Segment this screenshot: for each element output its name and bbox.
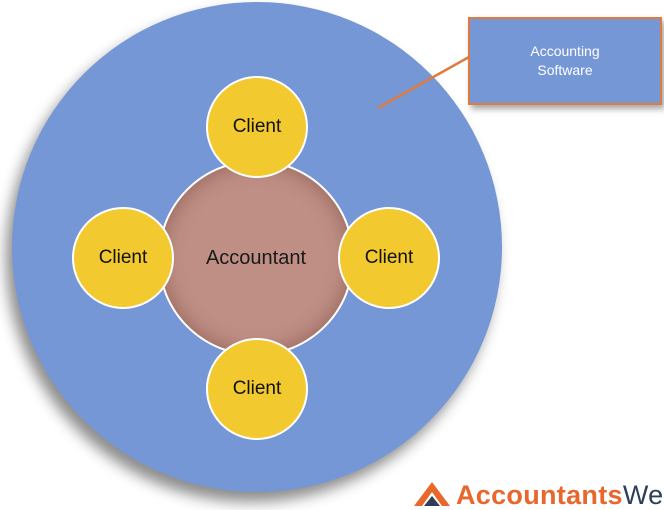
client-label: Client: [232, 116, 282, 137]
logo-wordmark: AccountantsWe: [456, 482, 663, 509]
logo-part-2: We: [622, 480, 664, 510]
client-circle-bottom: Client: [206, 338, 308, 440]
client-circle-right: Client: [338, 207, 440, 309]
client-circle-left: Client: [72, 207, 174, 309]
client-label: Client: [232, 378, 282, 399]
house-icon: [414, 482, 450, 506]
client-label: Client: [98, 247, 148, 268]
accountant-circle: Accountant: [158, 160, 354, 356]
logo-part-1: Accountants: [456, 480, 623, 510]
client-circle-top: Client: [206, 76, 308, 178]
client-label: Client: [364, 247, 414, 268]
accounting-software-callout: Accounting Software: [468, 17, 662, 105]
callout-label: Accounting Software: [530, 43, 600, 78]
accountant-label: Accountant: [205, 246, 307, 269]
accountantswe-logo: AccountantsWe: [412, 480, 663, 510]
